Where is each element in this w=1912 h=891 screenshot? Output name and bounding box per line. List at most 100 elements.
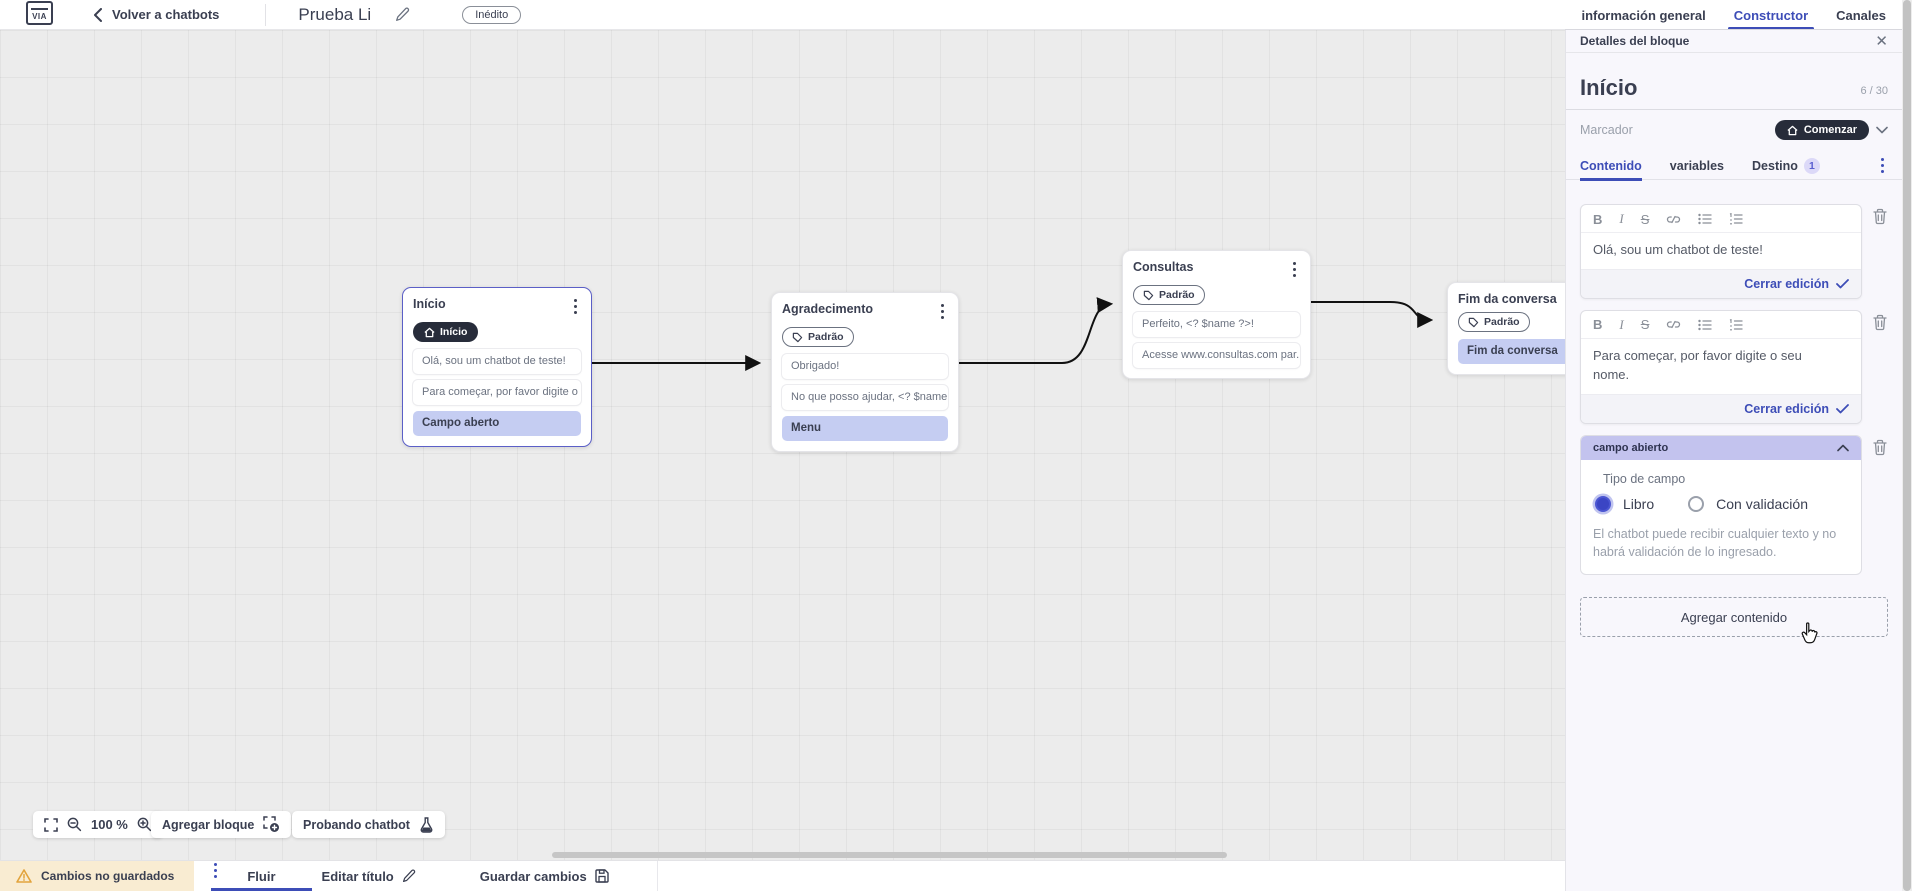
edit-title-button[interactable]: Editar título — [302, 861, 436, 891]
add-block-icon — [263, 816, 280, 832]
edge-agradecimento-consultas — [959, 297, 1114, 364]
tab-contenido[interactable]: Contenido — [1580, 152, 1642, 181]
numbered-list-icon[interactable] — [1729, 318, 1744, 331]
link-icon[interactable] — [1666, 213, 1681, 226]
test-chatbot-button[interactable]: Probando chatbot — [292, 811, 445, 838]
tab-canales[interactable]: Canales — [1836, 7, 1886, 23]
flow-canvas[interactable]: Início Início Olá, sou um chatbot de tes… — [0, 30, 1565, 860]
fullscreen-icon[interactable] — [44, 817, 58, 832]
delete-content-icon[interactable] — [1872, 208, 1888, 225]
zoom-out-icon[interactable] — [67, 817, 82, 832]
canvas-horizontal-scrollbar[interactable] — [552, 852, 1227, 858]
node-consultas[interactable]: Consultas Padrão Perfeito, <? $name ?>! … — [1122, 250, 1311, 379]
node-inicio[interactable]: Início Início Olá, sou um chatbot de tes… — [402, 287, 592, 447]
main-tabs: información general Constructor Canales — [1581, 0, 1886, 30]
radio-unselected-icon — [1688, 495, 1705, 512]
page-vertical-scrollbar[interactable] — [1902, 0, 1912, 891]
flow-menu-icon[interactable] — [210, 861, 221, 891]
tab-fluir[interactable]: Fluir — [211, 861, 312, 891]
scrollbar-thumb[interactable] — [1903, 0, 1911, 891]
panel-tabs: Contenido variables Destino 1 — [1566, 152, 1902, 181]
block-name-row: Início 6 / 30 — [1566, 53, 1902, 110]
unsaved-changes-chip: Cambios no guardados — [0, 861, 195, 891]
add-content-button[interactable]: Agregar contenido — [1580, 597, 1888, 644]
tab-label: Destino — [1752, 158, 1798, 173]
test-chatbot-label: Probando chatbot — [303, 817, 410, 832]
node-message[interactable]: Olá, sou um chatbot de teste! — [413, 348, 581, 374]
marker-select[interactable]: Comenzar — [1774, 120, 1869, 140]
char-counter: 6 / 30 — [1860, 85, 1888, 97]
link-icon[interactable] — [1666, 318, 1681, 331]
bold-icon[interactable]: B — [1593, 211, 1603, 227]
open-field-header[interactable]: campo abierto — [1581, 435, 1861, 460]
topbar-divider — [265, 3, 267, 26]
bottombar-divider — [656, 861, 658, 891]
panel-body: B I S Olá, sou um chatbot de teste! Cerr… — [1566, 180, 1902, 644]
delete-content-icon[interactable] — [1872, 439, 1888, 456]
node-menu-icon[interactable] — [937, 302, 948, 321]
chevron-left-icon — [94, 7, 102, 22]
chatbot-title[interactable]: Prueba Li — [298, 4, 372, 24]
tab-informacion-general[interactable]: información general — [1581, 7, 1706, 23]
default-badge: Padrão — [1133, 285, 1205, 305]
tab-destino[interactable]: Destino 1 — [1752, 152, 1820, 180]
node-end-item[interactable]: Fim da conversa — [1458, 338, 1565, 364]
node-message[interactable]: Para começar, por favor digite o ... — [413, 379, 581, 405]
node-menu-item[interactable]: Menu — [782, 415, 948, 441]
node-title: Consultas — [1133, 260, 1194, 274]
tab-constructor[interactable]: Constructor — [1727, 0, 1815, 30]
node-message[interactable]: Obrigado! — [782, 353, 948, 379]
node-message[interactable]: Acesse www.consultas.com par... — [1133, 342, 1300, 368]
tab-variables[interactable]: variables — [1670, 152, 1724, 180]
radio-libro[interactable]: Libro — [1595, 495, 1654, 512]
message-text-input[interactable]: Para começar, por favor digite o seu nom… — [1581, 338, 1821, 394]
italic-icon[interactable]: I — [1619, 316, 1624, 332]
chevron-up-icon[interactable] — [1837, 444, 1849, 452]
home-icon — [424, 327, 435, 337]
message-text-input[interactable]: Olá, sou um chatbot de teste! — [1581, 233, 1861, 269]
node-open-field[interactable]: Campo aberto — [413, 410, 581, 436]
bullet-list-icon[interactable] — [1698, 213, 1713, 225]
italic-icon[interactable]: I — [1619, 211, 1624, 226]
tag-icon — [792, 332, 803, 342]
radio-con-validacion[interactable]: Con validación — [1688, 495, 1808, 512]
panel-menu-icon[interactable] — [1877, 156, 1888, 175]
app-logo[interactable]: VIA — [26, 0, 53, 25]
back-to-chatbots-button[interactable]: Volver a chatbots — [93, 7, 219, 22]
save-changes-label: Guardar cambios — [479, 868, 587, 884]
edit-title-icon[interactable] — [395, 7, 410, 22]
numbered-list-icon[interactable] — [1729, 213, 1744, 225]
node-message[interactable]: No que posso ajudar, <? $name ... — [782, 384, 948, 410]
close-panel-icon[interactable]: ✕ — [1875, 32, 1888, 50]
delete-content-icon[interactable] — [1872, 314, 1888, 331]
badge-label: Padrão — [808, 331, 844, 343]
field-type-options: Libro Con validación — [1595, 495, 1849, 512]
node-agradecimento[interactable]: Agradecimento Padrão Obrigado! No que po… — [771, 292, 959, 452]
node-menu-icon[interactable] — [1289, 260, 1300, 279]
close-edit-button[interactable]: Cerrar edición — [1744, 401, 1829, 416]
node-header: Início — [413, 297, 581, 316]
content-block-row: campo abierto Tipo de campo Libro Con va… — [1580, 434, 1888, 576]
logo-bar — [31, 7, 48, 10]
add-block-button[interactable]: Agregar bloque — [151, 811, 292, 838]
node-fim-da-conversa[interactable]: Fim da conversa Padrão Fim da conversa — [1447, 282, 1565, 375]
node-title: Início — [413, 297, 446, 311]
top-bar: VIA Volver a chatbots Prueba Li Inédito … — [0, 0, 1912, 30]
close-edit-button[interactable]: Cerrar edición — [1744, 276, 1829, 291]
bold-icon[interactable]: B — [1593, 317, 1603, 333]
node-menu-icon[interactable] — [570, 297, 581, 316]
bullet-list-icon[interactable] — [1698, 319, 1713, 331]
zoom-controls: 100 % — [33, 811, 163, 838]
strikethrough-icon[interactable]: S — [1640, 211, 1650, 227]
save-changes-button[interactable]: Guardar cambios — [460, 861, 629, 891]
zoom-in-icon[interactable] — [137, 817, 152, 832]
block-name-input[interactable]: Início — [1580, 75, 1638, 100]
text-editor[interactable]: B I S Olá, sou um chatbot de teste! Cerr… — [1580, 204, 1862, 299]
content-block-row: B I S Para começar, por favor digite o s… — [1580, 309, 1888, 424]
chevron-down-icon[interactable] — [1876, 126, 1888, 134]
badge-label: Padrão — [1159, 289, 1195, 301]
strikethrough-icon[interactable]: S — [1640, 317, 1650, 333]
text-editor[interactable]: B I S Para começar, por favor digite o s… — [1580, 309, 1862, 424]
node-message[interactable]: Perfeito, <? $name ?>! — [1133, 311, 1300, 337]
destino-count-badge: 1 — [1803, 157, 1820, 174]
